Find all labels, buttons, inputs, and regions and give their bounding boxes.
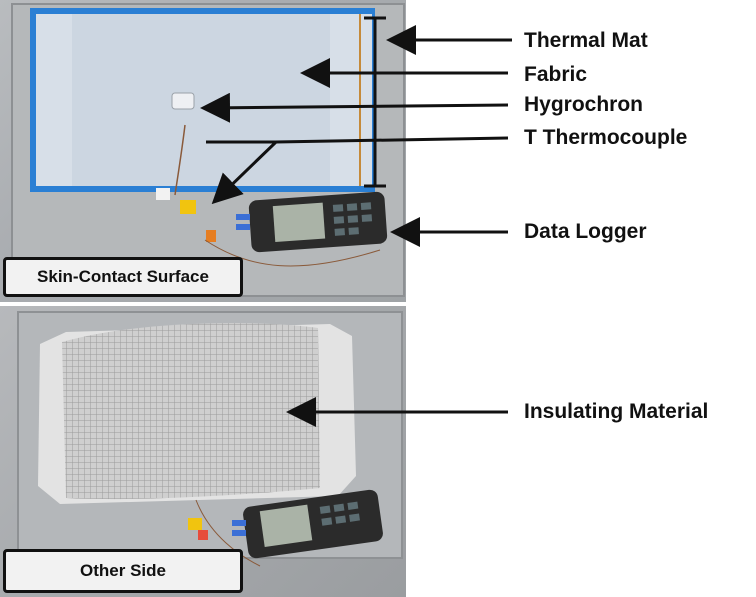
skin-contact-photo-art: [11, 3, 405, 297]
cable-back: [195, 499, 261, 567]
probe-plug-1: [236, 214, 250, 220]
label-fabric: Fabric: [524, 63, 588, 86]
label-thermal-mat: Thermal Mat: [524, 29, 648, 52]
arrow-thermocouple: [211, 136, 509, 205]
label-hygrochron: Hygrochron: [524, 93, 644, 116]
connector-red-back: [198, 530, 208, 540]
other-side-photo-art: [17, 311, 403, 567]
label-thermocouple: T Thermocouple: [524, 126, 688, 149]
probe-plug-back-2: [232, 530, 246, 536]
caption-skin-contact-surface: Skin-Contact Surface: [3, 257, 243, 297]
fabric-tape-right: [330, 14, 372, 186]
connector-yellow: [180, 200, 196, 214]
connector-orange: [206, 230, 216, 242]
logger-cable: [204, 239, 381, 267]
label-insulating-material: Insulating Material: [524, 400, 709, 423]
probe-plug-back-1: [232, 520, 246, 526]
skin-contact-photo: [0, 0, 406, 302]
caption-other-side: Other Side: [3, 549, 243, 593]
data-logger-screen-back: [259, 504, 313, 547]
data-logger-keys: [332, 202, 373, 236]
probe-plug-2: [236, 224, 250, 230]
thermal-mat-bracket: [364, 16, 386, 188]
fabric-tape-left: [36, 14, 72, 186]
tag-white: [156, 188, 170, 200]
other-side-photo: [0, 306, 406, 597]
thermocouple-wire: [174, 124, 186, 196]
data-logger-screen: [272, 202, 326, 243]
hygrochron-sensor: [171, 92, 195, 110]
label-data-logger: Data Logger: [524, 220, 647, 243]
connector-yellow-back: [188, 518, 202, 530]
arrow-hygrochron: [200, 92, 509, 123]
data-logger-keys-back: [319, 501, 360, 526]
insulating-material: [62, 323, 320, 500]
